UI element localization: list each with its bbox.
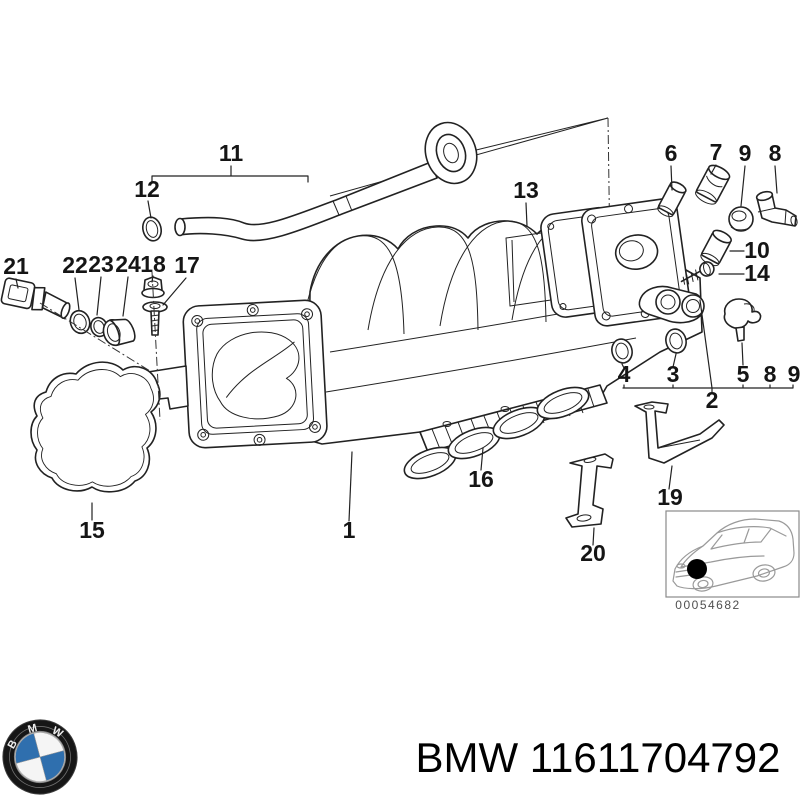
callout-label-6: 6 [665,140,678,166]
callout-label-2: 2 [706,387,719,413]
callout-label-11: 11 [219,140,244,166]
bmw-roundel-quadrants [15,732,65,782]
o-ring-4 [611,338,633,364]
gasket-15 [30,361,161,493]
callout-label-8: 8 [764,361,777,387]
sensor-5 [723,298,762,342]
stud-17 [142,301,168,336]
bracket-19 [634,401,725,464]
o-ring-22 [69,309,91,335]
water-flange [638,285,705,324]
elbow-fitting-8 [755,190,798,227]
plug-9 [728,206,754,232]
o-ring-3 [665,328,687,354]
callout-label-19: 19 [657,484,683,510]
callout-label-22: 22 [62,252,88,278]
callout-label-8: 8 [769,140,782,166]
logo-letter-m: M [27,722,39,736]
thumbnail-code: 00054682 [675,598,740,612]
callout-label-23: 23 [88,251,114,277]
flange-bolt-holes [191,304,321,446]
callout-label-21: 21 [3,253,29,279]
bracket-20 [565,453,614,528]
callout-label-9: 9 [788,361,800,387]
callout-label-18: 18 [140,251,166,277]
bushing-24 [102,318,136,347]
bushing-7 [695,164,731,205]
car-thumbnail: 00054682 [665,510,800,612]
callout-label-17: 17 [174,252,200,278]
location-dot [687,559,707,579]
axis-21-24 [39,302,151,372]
axis-17-18 [151,271,161,421]
callout-label-15: 15 [79,517,105,543]
callout-label-14: 14 [744,260,770,286]
temp-sensor-21 [0,277,71,320]
tube-flange-disc [424,121,478,185]
callout-label-4: 4 [618,361,631,387]
dipstick-tube-11 [174,121,478,242]
callout-label-16: 16 [468,466,494,492]
callout-label-20: 20 [580,540,606,566]
callout-label-1: 1 [343,517,356,543]
callout-label-9: 9 [739,140,752,166]
port-gaskets-16 [403,386,590,480]
callout-label-3: 3 [667,361,680,387]
manifold-front-flange [182,299,328,449]
o-ring-12 [141,216,163,242]
bushing-6 [657,181,687,218]
callout-label-12: 12 [134,176,160,202]
leader-lines [15,164,794,546]
callout-label-5: 5 [737,361,750,387]
bmw-logo: B M W [2,719,78,795]
callout-label-24: 24 [115,251,141,277]
callout-label-7: 7 [710,139,723,165]
callout-label-10: 10 [744,237,770,263]
screw-14 [680,261,715,285]
part-number-text: BMW 11611704792 [415,734,780,781]
callout-label-13: 13 [513,177,539,203]
